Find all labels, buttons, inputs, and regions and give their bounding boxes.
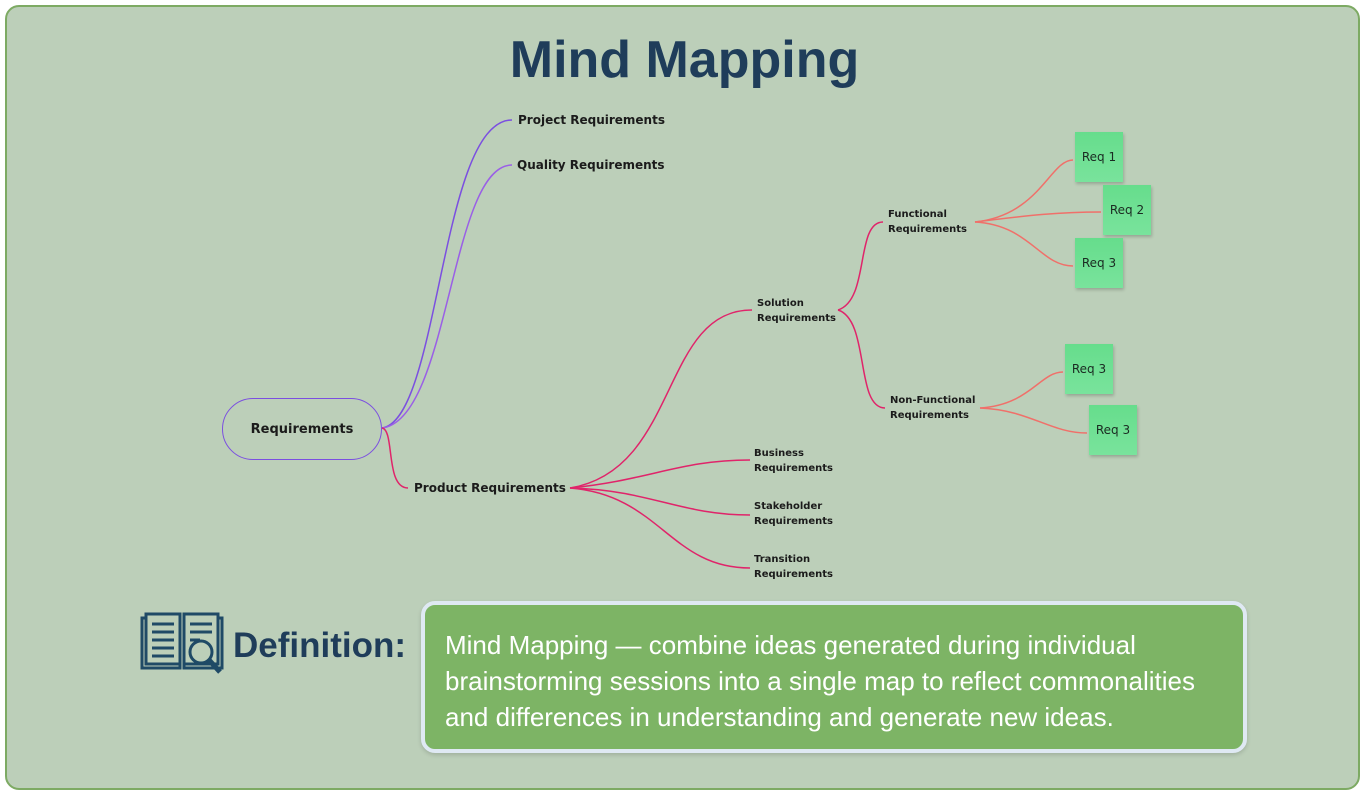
sticky-note-req3[interactable]: Req 3 (1065, 344, 1113, 394)
connector-transition (569, 487, 751, 569)
root-node[interactable]: Requirements (222, 398, 382, 460)
definition-label: Definition: (233, 626, 407, 665)
connector-project (381, 119, 513, 429)
node-product-requirements[interactable]: Product Requirements (414, 481, 566, 495)
connector-solution (569, 309, 753, 489)
sticky-note-req1[interactable]: Req 1 (1075, 132, 1123, 182)
page-title: Mind Mapping (509, 31, 860, 89)
connector-functional (837, 221, 884, 311)
sticky-note-req3[interactable]: Req 3 (1089, 405, 1137, 455)
connector-nonfunctional (837, 309, 886, 409)
book-search-icon (140, 612, 224, 674)
connector-req3c (979, 407, 1088, 434)
connector-req3a (974, 221, 1074, 267)
node-project-requirements[interactable]: Project Requirements (518, 113, 665, 127)
node-solution-requirements[interactable]: Solution Requirements (757, 298, 836, 324)
node-stakeholder-requirements[interactable]: Stakeholder Requirements (754, 501, 833, 527)
sticky-note-req2[interactable]: Req 2 (1103, 185, 1151, 235)
connector-req3b (979, 371, 1064, 409)
node-transition-requirements[interactable]: Transition Requirements (754, 554, 833, 580)
node-quality-requirements[interactable]: Quality Requirements (517, 158, 665, 172)
connector-req2 (974, 211, 1102, 223)
sticky-note-req3[interactable]: Req 3 (1075, 238, 1123, 288)
connector-req1 (974, 159, 1074, 223)
node-nonfunctional-requirements[interactable]: Non-Functional Requirements (890, 395, 976, 421)
connector-business (569, 459, 751, 489)
node-functional-requirements[interactable]: Functional Requirements (888, 209, 967, 235)
definition-text: Mind Mapping — combine ideas generated d… (445, 630, 1196, 732)
connector-quality (381, 164, 513, 429)
definition-box: Mind Mapping — combine ideas generated d… (421, 601, 1247, 753)
connector-product (381, 427, 409, 489)
node-business-requirements[interactable]: Business Requirements (754, 448, 833, 474)
connector-stakeholder (569, 487, 751, 516)
